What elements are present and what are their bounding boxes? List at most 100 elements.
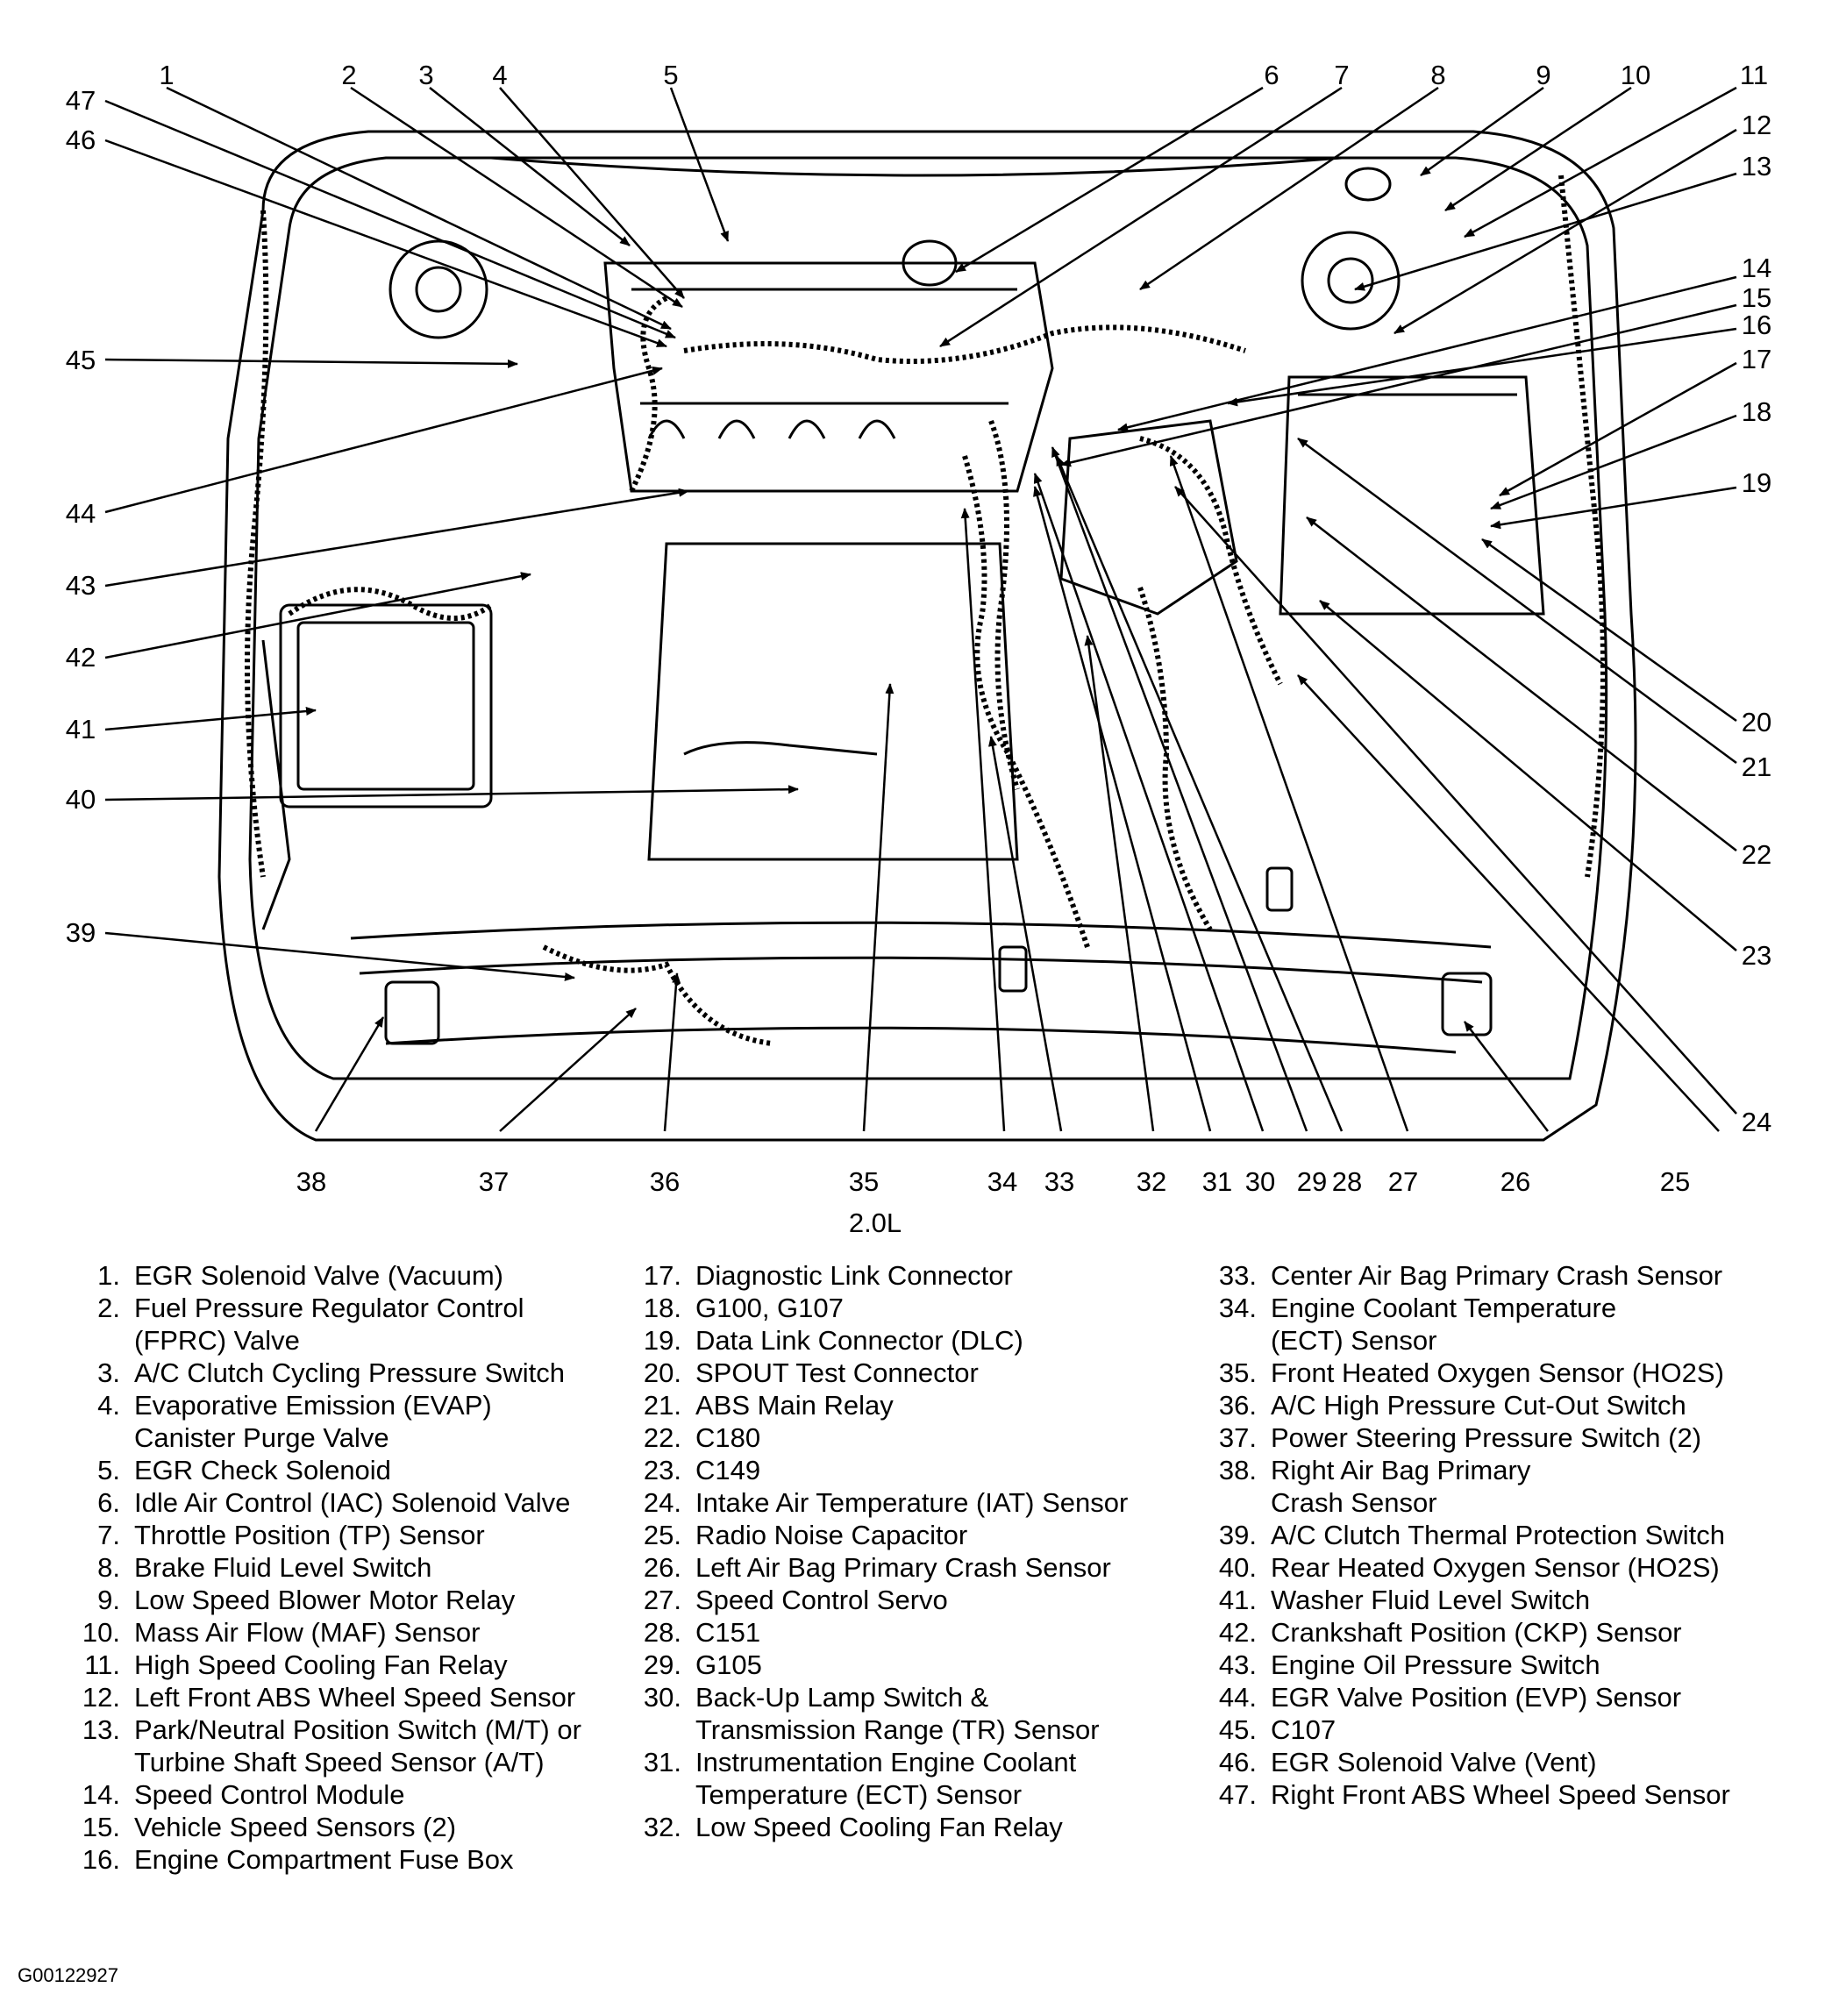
legend-entry-text: Throttle Position (TP) Sensor: [134, 1519, 616, 1551]
legend-entry-text: Vehicle Speed Sensors (2): [134, 1811, 616, 1843]
callout-8: 8: [1430, 60, 1445, 90]
legend-entry-line: Low Speed Blower Motor Relay: [134, 1585, 516, 1615]
legend-entry-number: 38.: [1218, 1455, 1257, 1485]
callout-7: 7: [1334, 60, 1349, 90]
legend-entry: 29. G105: [616, 1649, 1177, 1681]
legend-entry-line: SPOUT Test Connector: [695, 1357, 979, 1388]
legend-entry: 10. Mass Air Flow (MAF) Sensor: [54, 1616, 616, 1649]
legend-entry-line: High Speed Cooling Fan Relay: [134, 1649, 508, 1680]
legend-entry-text: C149: [695, 1454, 1177, 1486]
callout-47: 47: [66, 85, 96, 116]
callout-42: 42: [66, 642, 96, 673]
legend-entry: 40.Rear Heated Oxygen Sensor (HO2S): [1191, 1551, 1805, 1584]
legend-entry-line: G105: [695, 1649, 762, 1680]
legend-entry: 21.ABS Main Relay: [616, 1389, 1177, 1421]
callout-16: 16: [1742, 310, 1771, 340]
component-legend: 1.EGR Solenoid Valve (Vacuum)2.Fuel Pres…: [0, 1259, 1839, 1891]
legend-entry-line: (ECT) Sensor: [1271, 1325, 1437, 1356]
callout-5: 5: [663, 60, 678, 90]
callout-14: 14: [1742, 253, 1771, 283]
legend-entry-text: Left Front ABS Wheel Speed Sensor: [134, 1681, 616, 1713]
callout-19: 19: [1742, 467, 1771, 498]
legend-entry: 39.A/C Clutch Thermal Protection Switch: [1191, 1519, 1805, 1551]
legend-entry-number: 23.: [643, 1455, 681, 1485]
legend-entry-number: 10.: [82, 1617, 120, 1648]
legend-entry-text: SPOUT Test Connector: [695, 1357, 1177, 1389]
legend-entry: 3.A/C Clutch Cycling Pressure Switch: [54, 1357, 616, 1389]
legend-entry-number: 31.: [643, 1747, 681, 1777]
legend-entry-text: Speed Control Module: [134, 1778, 616, 1811]
legend-entry-line: Canister Purge Valve: [134, 1422, 389, 1453]
legend-entry-line: G100, G107: [695, 1293, 844, 1323]
legend-entry: 47.Right Front ABS Wheel Speed Sensor: [1191, 1778, 1805, 1811]
legend-entry-line: Data Link Connector (DLC): [695, 1325, 1023, 1356]
legend-entry-text: A/C High Pressure Cut-Out Switch: [1271, 1389, 1805, 1421]
legend-entry-text: Mass Air Flow (MAF) Sensor: [134, 1616, 616, 1649]
legend-entry-line: EGR Solenoid Valve (Vent): [1271, 1747, 1597, 1777]
legend-entry-number: 40.: [1218, 1552, 1257, 1583]
legend-entry-line: Low Speed Cooling Fan Relay: [695, 1812, 1063, 1842]
legend-entry: 33. Center Air Bag Primary Crash Sensor: [1191, 1259, 1805, 1292]
legend-entry-line: Power Steering Pressure Switch (2): [1271, 1422, 1702, 1453]
legend-entry-text: C180: [695, 1421, 1177, 1454]
legend-entry-line: Center Air Bag Primary Crash Sensor: [1271, 1260, 1723, 1291]
legend-entry-number: 7.: [97, 1520, 120, 1550]
callout-18: 18: [1742, 396, 1771, 427]
legend-entry-line: Right Front ABS Wheel Speed Sensor: [1271, 1779, 1730, 1810]
callout-43: 43: [66, 570, 96, 601]
legend-entry-text: Fuel Pressure Regulator Control(FPRC) Va…: [134, 1292, 616, 1357]
legend-entry-line: Brake Fluid Level Switch: [134, 1552, 432, 1583]
legend-entry-line: Transmission Range (TR) Sensor: [695, 1714, 1100, 1745]
callout-36: 36: [650, 1166, 680, 1197]
legend-entry: 44.EGR Valve Position (EVP) Sensor: [1191, 1681, 1805, 1713]
legend-entry: 11.High Speed Cooling Fan Relay: [54, 1649, 616, 1681]
legend-entry: 4.Evaporative Emission (EVAP)Canister Pu…: [54, 1389, 616, 1454]
legend-entry-number: 19.: [643, 1325, 681, 1356]
callout-37: 37: [479, 1166, 509, 1197]
legend-entry: 43.Engine Oil Pressure Switch: [1191, 1649, 1805, 1681]
legend-entry: 35.Front Heated Oxygen Sensor (HO2S): [1191, 1357, 1805, 1389]
legend-entry: 8.Brake Fluid Level Switch: [54, 1551, 616, 1584]
callout-9: 9: [1536, 60, 1550, 90]
callout-34: 34: [987, 1166, 1017, 1197]
legend-entry-number: 46.: [1218, 1747, 1257, 1777]
legend-entry-line: Intake Air Temperature (IAT) Sensor: [695, 1487, 1129, 1518]
legend-entry-text: Power Steering Pressure Switch (2): [1271, 1421, 1805, 1454]
callout-30: 30: [1245, 1166, 1275, 1197]
callout-1: 1: [159, 60, 174, 90]
legend-entry-line: (FPRC) Valve: [134, 1325, 300, 1356]
legend-entry-line: Evaporative Emission (EVAP): [134, 1390, 492, 1421]
legend-entry: 19. Data Link Connector (DLC): [616, 1324, 1177, 1357]
legend-entry-line: Front Heated Oxygen Sensor (HO2S): [1271, 1357, 1724, 1388]
legend-entry: 17.Diagnostic Link Connector: [616, 1259, 1177, 1292]
legend-entry-text: Crankshaft Position (CKP) Sensor: [1271, 1616, 1805, 1649]
legend-entry-line: Fuel Pressure Regulator Control: [134, 1293, 524, 1323]
legend-entry-number: 18.: [643, 1293, 681, 1323]
legend-entry-line: Engine Coolant Temperature: [1271, 1293, 1617, 1323]
callout-13: 13: [1742, 151, 1771, 182]
legend-entry-text: Intake Air Temperature (IAT) Sensor: [695, 1486, 1177, 1519]
legend-entry-number: 3.: [97, 1357, 120, 1388]
legend-entry-number: 33.: [1218, 1260, 1257, 1291]
legend-entry-text: G100, G107: [695, 1292, 1177, 1324]
legend-entry-number: 15.: [82, 1812, 120, 1842]
legend-entry-line: ABS Main Relay: [695, 1390, 894, 1421]
legend-entry: 6.Idle Air Control (IAC) Solenoid Valve: [54, 1486, 616, 1519]
legend-entry-line: C107: [1271, 1714, 1336, 1745]
callout-27: 27: [1388, 1166, 1418, 1197]
callout-41: 41: [66, 714, 96, 744]
legend-entry-number: 44.: [1218, 1682, 1257, 1713]
leader-lines: [104, 86, 1737, 1132]
legend-entry: 41.Washer Fluid Level Switch: [1191, 1584, 1805, 1616]
legend-entry-line: Mass Air Flow (MAF) Sensor: [134, 1617, 481, 1648]
legend-entry-line: Throttle Position (TP) Sensor: [134, 1520, 485, 1550]
legend-entry-text: Idle Air Control (IAC) Solenoid Valve: [134, 1486, 616, 1519]
legend-entry: 9.Low Speed Blower Motor Relay: [54, 1584, 616, 1616]
legend-entry-number: 29.: [643, 1649, 681, 1680]
legend-entry-line: EGR Solenoid Valve (Vacuum): [134, 1260, 503, 1291]
callout-44: 44: [66, 498, 96, 529]
legend-entry-number: 30.: [643, 1682, 681, 1713]
